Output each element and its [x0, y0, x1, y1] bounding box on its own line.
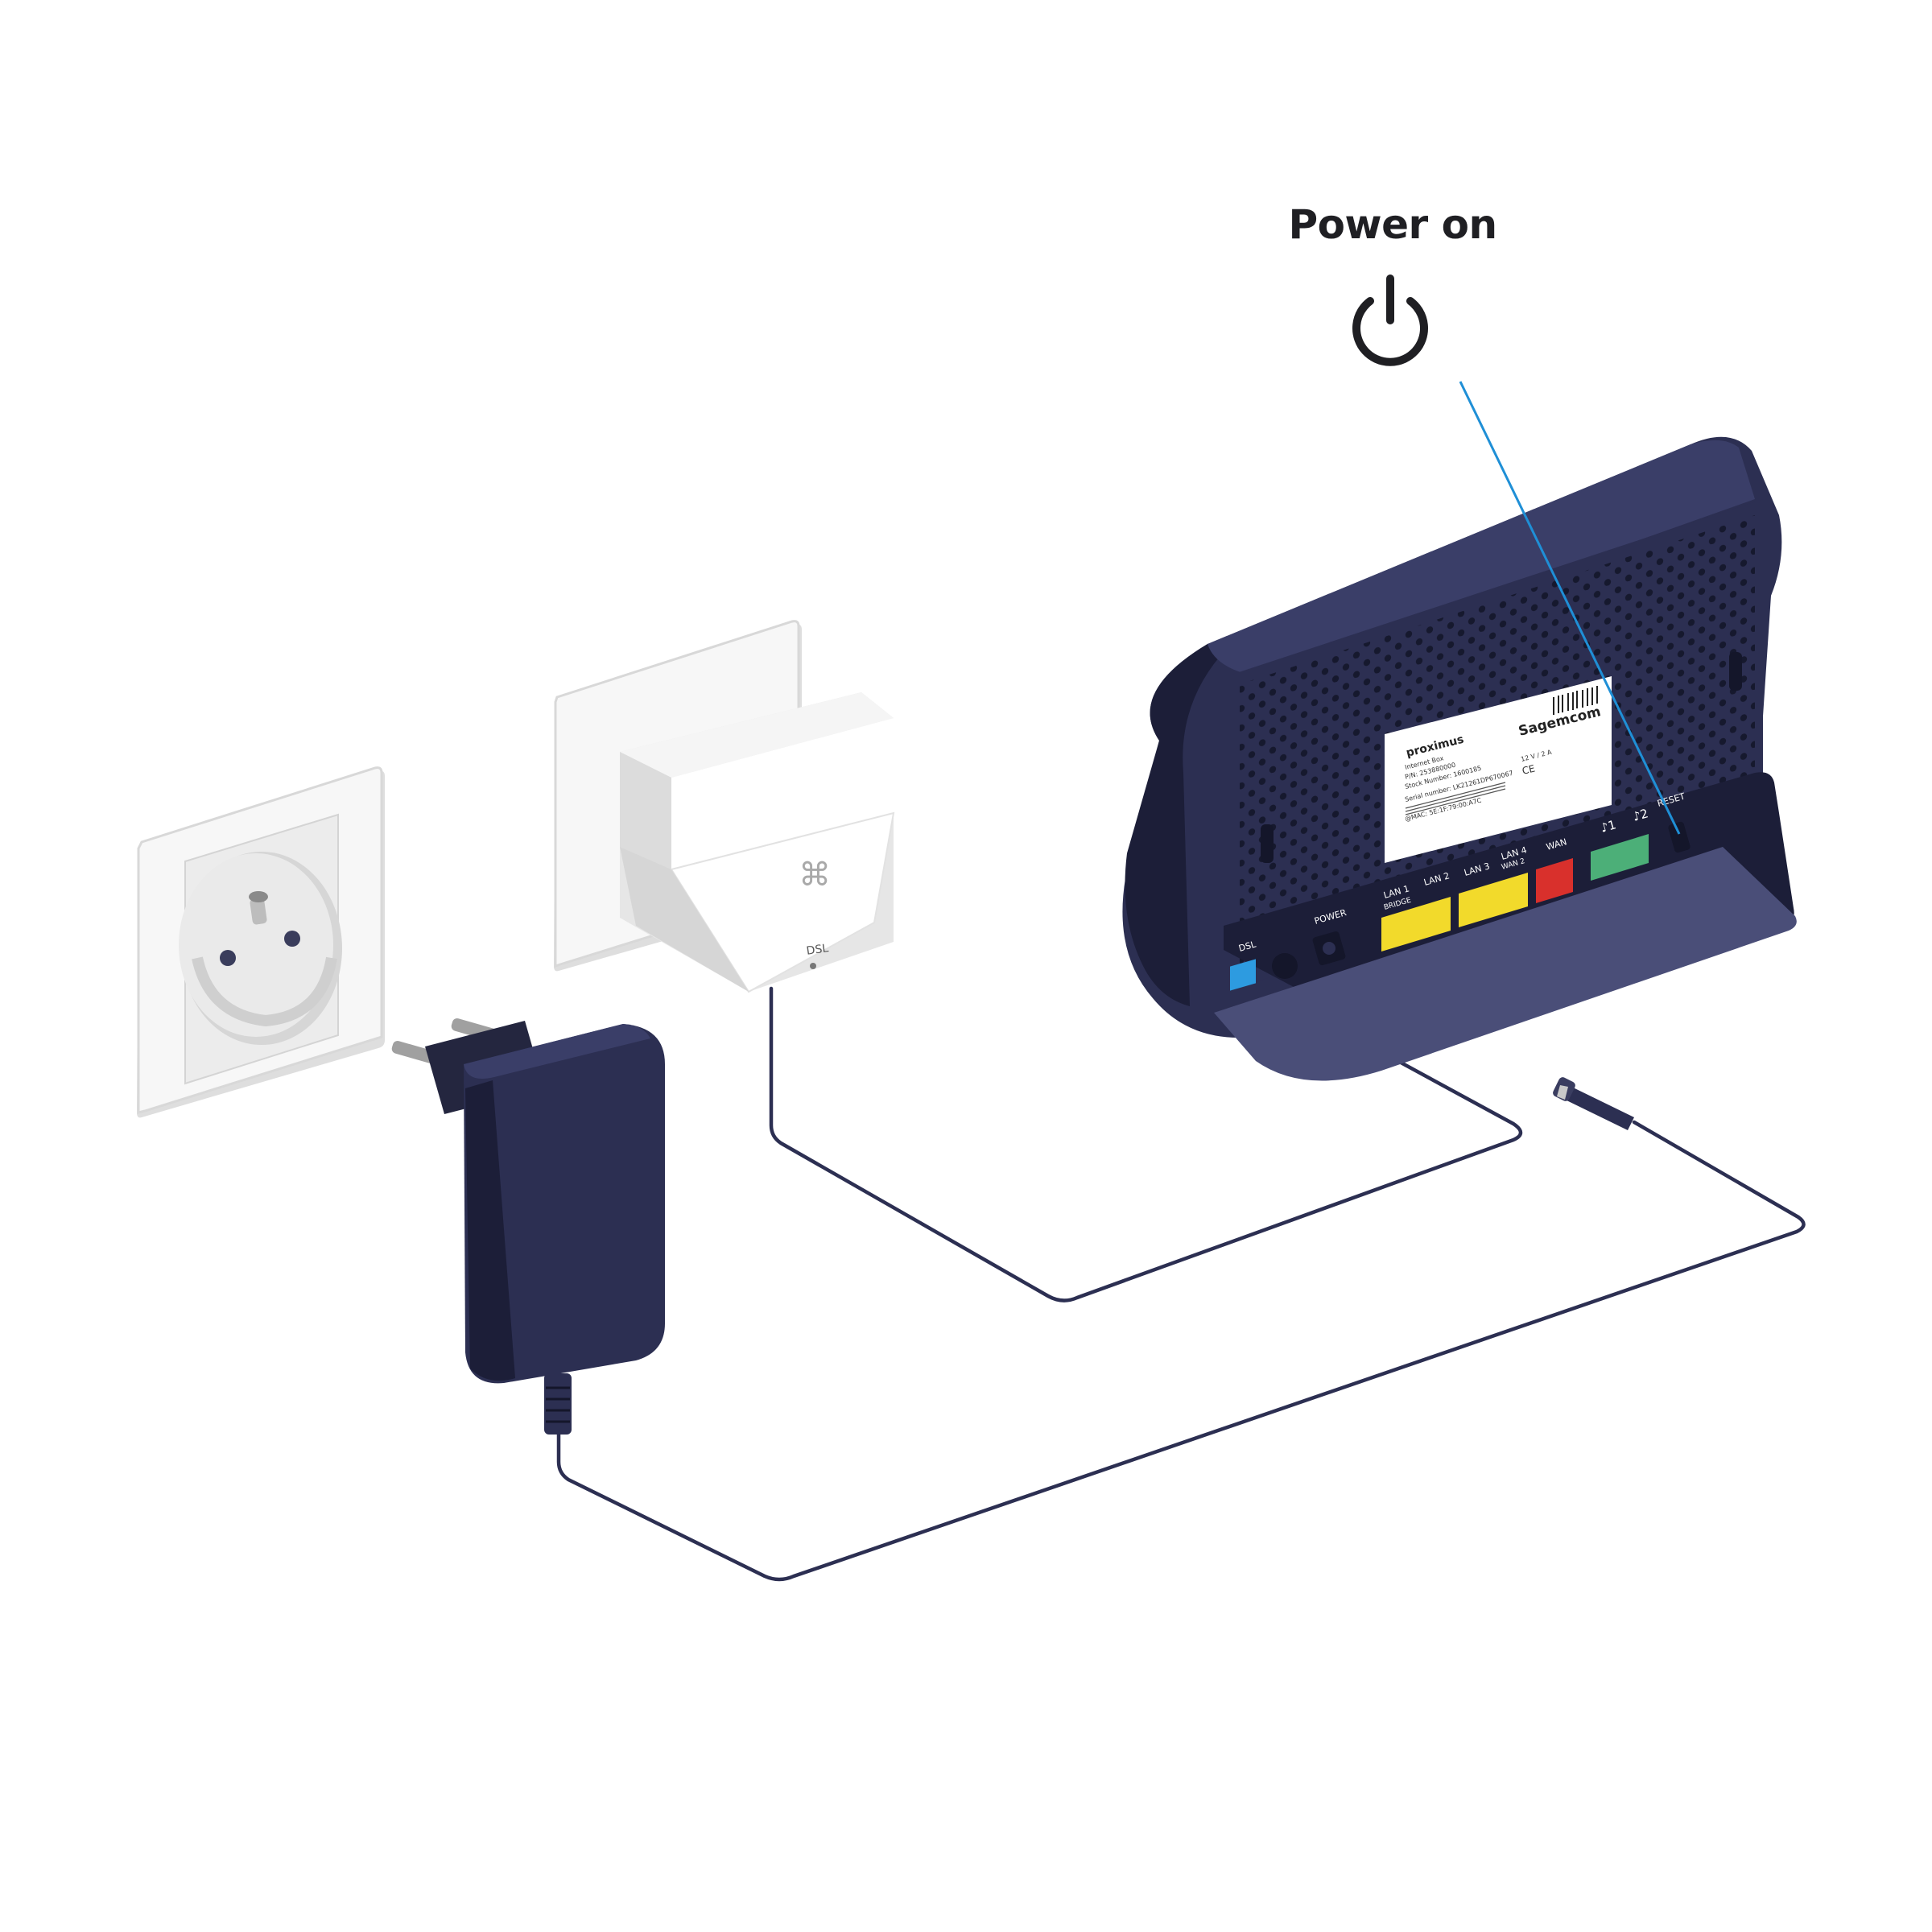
wan-port[interactable] — [1536, 858, 1573, 903]
filter-brand-icon: ⌘ — [799, 857, 831, 894]
lan-1-2-ports[interactable] — [1381, 897, 1451, 952]
cables — [556, 981, 1806, 1582]
dsl-port[interactable] — [1230, 959, 1256, 991]
power-on-title: Power on — [1288, 201, 1497, 248]
socket-hole-left — [220, 950, 236, 966]
earth-pin — [250, 898, 267, 925]
lan-3-4-ports[interactable] — [1459, 873, 1528, 927]
phone1-label: ♪1 — [1599, 817, 1617, 836]
dsl-port-label: DSL — [1237, 939, 1257, 954]
phone-ports[interactable] — [1591, 834, 1649, 881]
filter-dsl-label: DSL — [806, 942, 830, 958]
dsl-filter: ⌘ DSL — [620, 692, 895, 993]
router-label-sticker: proximus Sagemcom Internet Box P/N: 2538… — [1385, 676, 1612, 863]
dsl-filter-to-router-cable — [769, 981, 1523, 1302]
wall-socket — [137, 766, 385, 1118]
power-button[interactable] — [1667, 821, 1690, 853]
barcode — [1553, 686, 1598, 715]
power-on-callout — [1352, 275, 1681, 835]
socket-hole-right — [284, 931, 300, 947]
power-adapter — [391, 1018, 665, 1435]
ce-mark: CE — [1521, 762, 1536, 776]
callout-pointer-line — [1459, 381, 1681, 835]
power-jack-socket[interactable] — [1272, 953, 1298, 979]
power-adapter-cable — [556, 1120, 1806, 1582]
power-icon — [1352, 275, 1428, 366]
power-jack-plug — [1553, 1077, 1634, 1130]
phone2-label: ♪2 — [1631, 806, 1649, 824]
router-stand — [1214, 847, 1797, 1081]
router: proximus Sagemcom Internet Box P/N: 2538… — [1122, 436, 1797, 1081]
